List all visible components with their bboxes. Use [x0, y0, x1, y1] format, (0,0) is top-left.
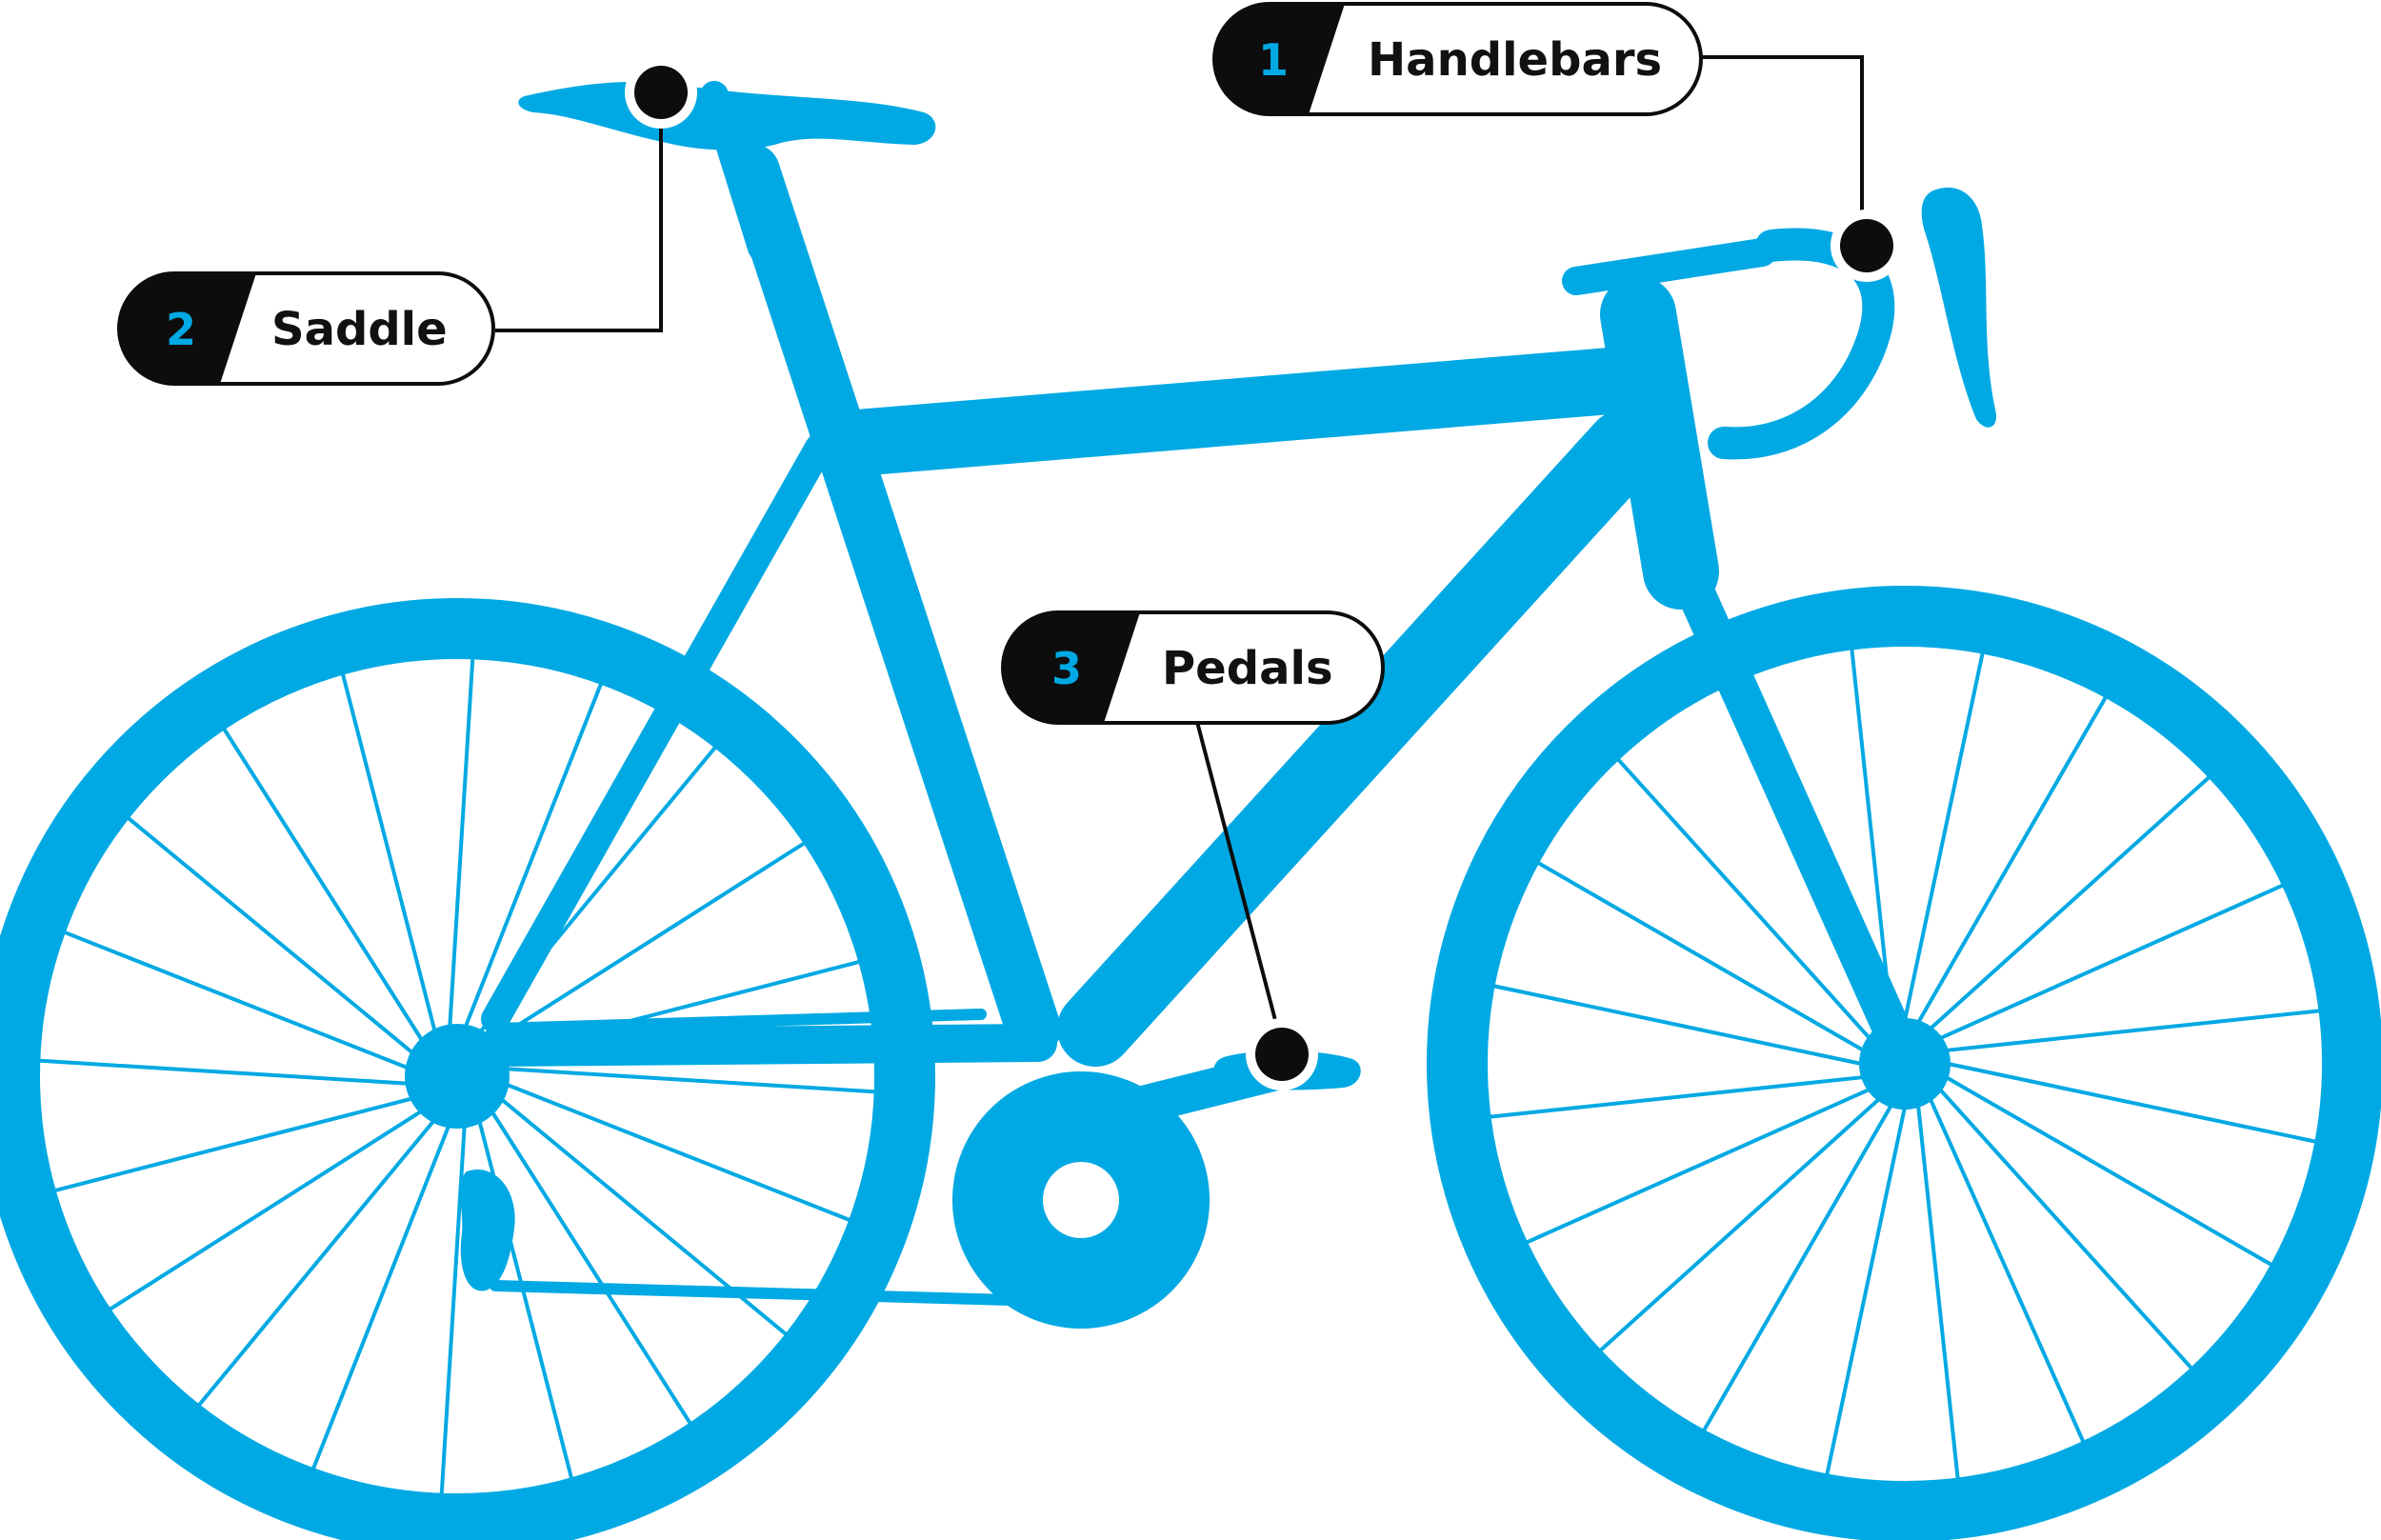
spoke: [108, 1103, 433, 1311]
seat-stay: [481, 433, 833, 1033]
spoke: [1492, 984, 1872, 1069]
spoke: [493, 1066, 876, 1094]
callout-handlebars: 1 Handlebars: [1212, 1, 1703, 116]
callout-handlebars-label: Handlebars: [1368, 33, 1662, 87]
spoke: [1598, 1090, 1889, 1353]
spoke: [1921, 774, 2211, 1037]
saddle: [518, 81, 936, 150]
callout-saddle: 2 Saddle: [117, 271, 495, 386]
marker-dots: [625, 56, 1903, 1090]
spoke: [63, 930, 420, 1074]
chain-top: [490, 1009, 987, 1034]
spoke: [222, 727, 430, 1052]
spoke: [490, 1090, 789, 1337]
callout-saddle-number: 2: [166, 304, 196, 355]
fork: [1671, 562, 1919, 1067]
spoke: [53, 1093, 425, 1193]
callout-handlebars-number: 1: [1258, 34, 1289, 86]
spoke: [1930, 883, 2285, 1045]
spoke: [1935, 1070, 2273, 1268]
head-tube: [1600, 276, 1719, 610]
spoke: [1914, 1094, 1960, 1480]
spoke: [1615, 757, 1878, 1048]
spoke: [340, 672, 440, 1044]
spoke: [1825, 1096, 1910, 1476]
spoke: [1911, 695, 2109, 1033]
callout-pedals-number: 3: [1051, 643, 1082, 694]
bicycle-silhouette: [0, 81, 2381, 1540]
leader-lines: [495, 55, 1864, 1025]
callout-pedals-badge: [1003, 612, 1140, 723]
spoke: [1900, 651, 1985, 1031]
chain-bottom: [490, 1280, 1015, 1306]
callout-handlebars-badge: [1214, 4, 1345, 114]
spoke: [1924, 1089, 2086, 1444]
rear-wheel: [0, 598, 935, 1540]
spoke: [1931, 1080, 2194, 1370]
stem: [1562, 238, 1776, 295]
marker-saddle: [634, 66, 688, 119]
spoke: [447, 657, 475, 1040]
spoke: [126, 815, 424, 1063]
spoke: [439, 1112, 468, 1495]
spoke: [459, 682, 604, 1039]
seat-tube: [725, 144, 1061, 1056]
spoke: [310, 1113, 455, 1470]
marker-handlebars: [1840, 219, 1893, 272]
down-tube: [1057, 410, 1662, 1067]
leader-line-handlebars: [1700, 55, 1864, 233]
front-spokes: [1489, 648, 2321, 1480]
brake-lever: [1921, 187, 1996, 428]
chain-stay: [476, 1024, 1057, 1067]
spoke: [481, 841, 807, 1050]
callout-pedals: 3 Pedals: [1001, 610, 1385, 725]
spoke: [1489, 1073, 1874, 1119]
callout-pedals-label: Pedals: [1162, 642, 1333, 695]
spoke: [1850, 648, 1895, 1033]
marker-pedals: [1255, 1028, 1309, 1081]
rear-tire: [0, 598, 935, 1540]
spoke: [1935, 1009, 2321, 1054]
rear-derailleur: [460, 1170, 515, 1291]
spoke: [1937, 1059, 2317, 1144]
frame: [476, 81, 1919, 1306]
top-tube: [824, 348, 1643, 476]
spoke: [474, 1109, 574, 1480]
spoke: [1536, 860, 1874, 1058]
leader-line-saddle: [495, 119, 663, 332]
spoke: [38, 1058, 421, 1087]
spoke: [1701, 1094, 1899, 1432]
spoke: [196, 1110, 444, 1408]
front-tire: [1427, 586, 2381, 1540]
callout-saddle-label: Saddle: [271, 303, 448, 356]
callout-saddle-badge: [119, 273, 256, 384]
spoke: [484, 1100, 692, 1426]
leader-line-pedals: [1195, 721, 1278, 1025]
spoke: [494, 1078, 851, 1223]
chainring-hole: [1043, 1162, 1119, 1238]
spoke: [1525, 1083, 1880, 1245]
